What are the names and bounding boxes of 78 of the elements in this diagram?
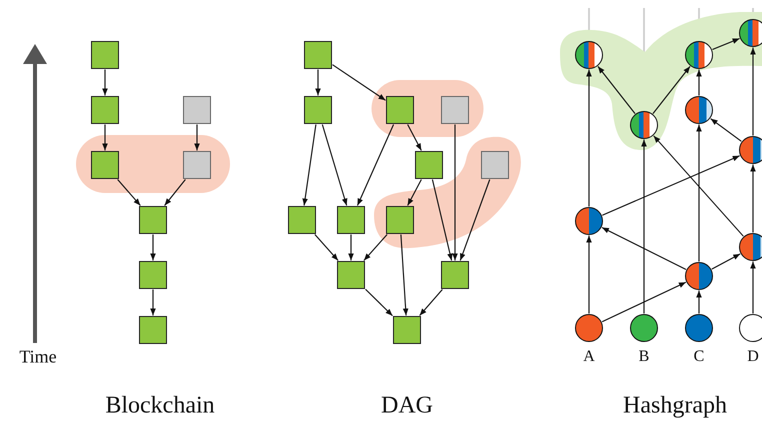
arrow [641,140,647,314]
column-label: C [694,348,704,366]
axis-label: Time [19,346,57,368]
arrow [407,124,422,151]
orphan-block [481,151,509,179]
arrow [750,164,756,232]
block [337,206,365,234]
arrow [602,227,686,270]
arrow [150,290,156,316]
block [91,151,119,179]
orphan-block [183,151,211,179]
arrow [712,38,740,50]
column-label: D [747,348,759,366]
arrow [419,289,443,316]
arrow [602,282,686,322]
arrow [400,234,408,316]
arrow [602,155,740,216]
panel-title: DAG [381,392,433,420]
arrow [117,179,141,206]
arrow [452,124,458,260]
event-circle [575,314,603,342]
block [139,206,167,234]
event-circle [685,96,713,124]
arrow [194,124,200,150]
arrow [750,262,756,314]
arrow [460,179,490,261]
block [91,41,119,69]
arrow [364,234,388,261]
arrow [710,118,742,142]
block [304,96,332,124]
arrow [653,135,744,237]
arrow [332,64,386,101]
arrow [365,288,393,316]
event-circle [739,136,762,164]
arrow [432,179,453,261]
block [393,316,421,344]
panel-title: Hashgraph [623,392,727,420]
arrow [598,66,636,114]
block [386,206,414,234]
arrow [696,70,702,96]
block [441,261,469,289]
block [139,261,167,289]
arrow [750,48,756,136]
event-circle [739,233,762,261]
arrow [150,234,156,260]
arrow [164,179,186,206]
arrow [322,124,348,206]
block [337,261,365,289]
arrow [315,70,321,96]
arrow [102,124,108,150]
arrow [652,66,690,114]
arrow [356,124,394,206]
column-label: B [638,348,650,366]
arrow [102,70,108,96]
block [91,96,119,124]
block [386,96,414,124]
block [304,41,332,69]
block [288,206,316,234]
arrow [696,124,702,262]
panel-title: Blockchain [105,392,215,420]
event-circle [575,207,603,235]
arrow [586,236,592,314]
block [139,316,167,344]
arrow [696,290,702,314]
arrow [586,70,592,206]
event-circle [685,262,713,290]
event-circle [739,314,762,342]
arrow [407,179,422,206]
orphan-block [183,96,211,124]
arrow [314,234,338,261]
orphan-block [441,96,469,124]
event-circle [630,314,658,342]
column-label: A [583,348,595,366]
block [415,151,443,179]
arrow [348,234,354,260]
arrow [712,253,740,270]
event-circle [685,314,713,342]
arrow [302,124,316,206]
